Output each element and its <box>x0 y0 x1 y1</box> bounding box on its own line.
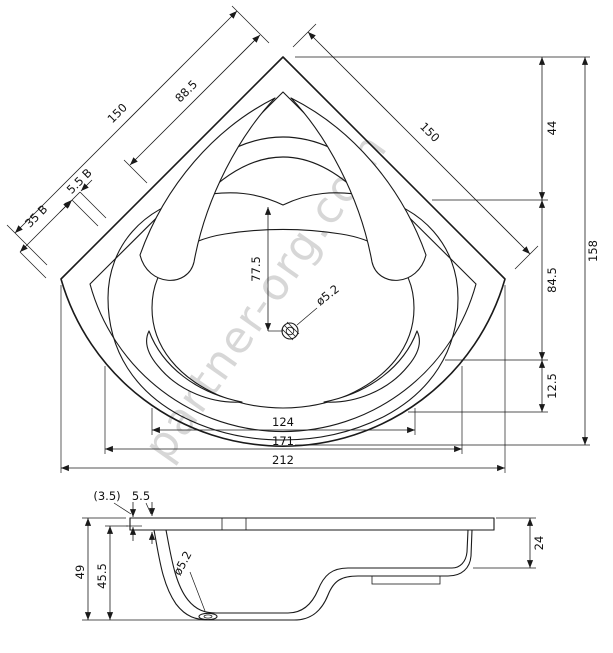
drain-leader-line <box>189 571 206 612</box>
armrest-right <box>323 330 420 403</box>
dim-124: 124 <box>151 408 416 435</box>
leader-line <box>113 502 132 515</box>
drain-diameter-label: ø5.2 <box>170 549 194 578</box>
extension-line <box>514 245 539 270</box>
leader-line <box>145 502 152 515</box>
rim-profile <box>129 517 495 531</box>
dim-3-5: (3.5) <box>93 489 142 541</box>
dim-5-5: 5.5 <box>132 489 156 544</box>
dimension-label: 44 <box>545 121 559 136</box>
tub-outer-outline <box>60 56 506 447</box>
dimension-label: 150 <box>417 119 442 144</box>
support-pad <box>371 575 441 585</box>
drain-hatch <box>281 328 294 341</box>
body-inner-profile <box>165 529 469 614</box>
dimension-label: 171 <box>272 434 294 448</box>
dimension-label: 45.5 <box>95 563 109 589</box>
dimension-label: 49 <box>73 565 87 580</box>
drain-diameter-label: ø5.2 <box>313 282 342 309</box>
dim-49: 49 <box>73 517 215 621</box>
extension-line <box>123 159 148 184</box>
dimension-line <box>71 191 81 201</box>
drain-side-view: ø5.2 <box>170 549 218 621</box>
dimension-label: 88.5 <box>172 77 200 105</box>
drain-leader-line <box>296 307 318 326</box>
dimension-label: 5.5 B <box>64 166 95 197</box>
top-view: ø5.2 77.5 88.5 150 35 B <box>6 5 600 473</box>
dimension-label: 158 <box>586 240 600 262</box>
dim-77-5: 77.5 <box>249 207 283 332</box>
dimension-label: 5.5 <box>132 489 150 503</box>
dim-5-5b: 5.5 B <box>59 166 107 219</box>
dim-88-5: 88.5 <box>123 5 270 184</box>
armrest-left <box>146 330 243 403</box>
drain-outer <box>198 612 218 621</box>
extension-line <box>292 23 317 48</box>
dimension-label: (3.5) <box>93 489 120 503</box>
dimension-label: 212 <box>272 453 294 467</box>
drain-hatch <box>286 321 300 335</box>
dimension-line <box>14 10 238 234</box>
extension-line <box>231 5 270 44</box>
dimension-label: 24 <box>532 536 546 551</box>
dim-right-chain: 44 84.5 12.5 158 <box>295 56 600 446</box>
dim-35b: 35 B <box>19 199 99 279</box>
drain-inner <box>203 614 213 619</box>
extension-line <box>71 199 99 227</box>
dim-45-5: 45.5 <box>95 525 128 620</box>
body-outer-profile <box>153 529 473 621</box>
dimension-label: 124 <box>272 415 294 429</box>
dim-212: 212 <box>60 285 506 473</box>
dimension-arrow <box>59 200 72 213</box>
extension-line <box>79 191 107 219</box>
dimension-label: 84.5 <box>545 267 559 293</box>
headrest-left <box>139 97 276 281</box>
dimension-line <box>307 31 531 255</box>
drain-hatch <box>283 324 297 338</box>
dimension-label: 77.5 <box>249 256 263 282</box>
dim-171: 171 <box>104 366 463 454</box>
drain-inner-circle <box>285 326 295 336</box>
dimension-label: 12.5 <box>545 373 559 399</box>
extension-line <box>19 251 47 279</box>
side-view: ø5.2 (3.5) 5.5 49 45.5 <box>73 489 546 621</box>
dim-24: 24 <box>473 517 546 569</box>
dimension-arrow <box>80 179 93 192</box>
